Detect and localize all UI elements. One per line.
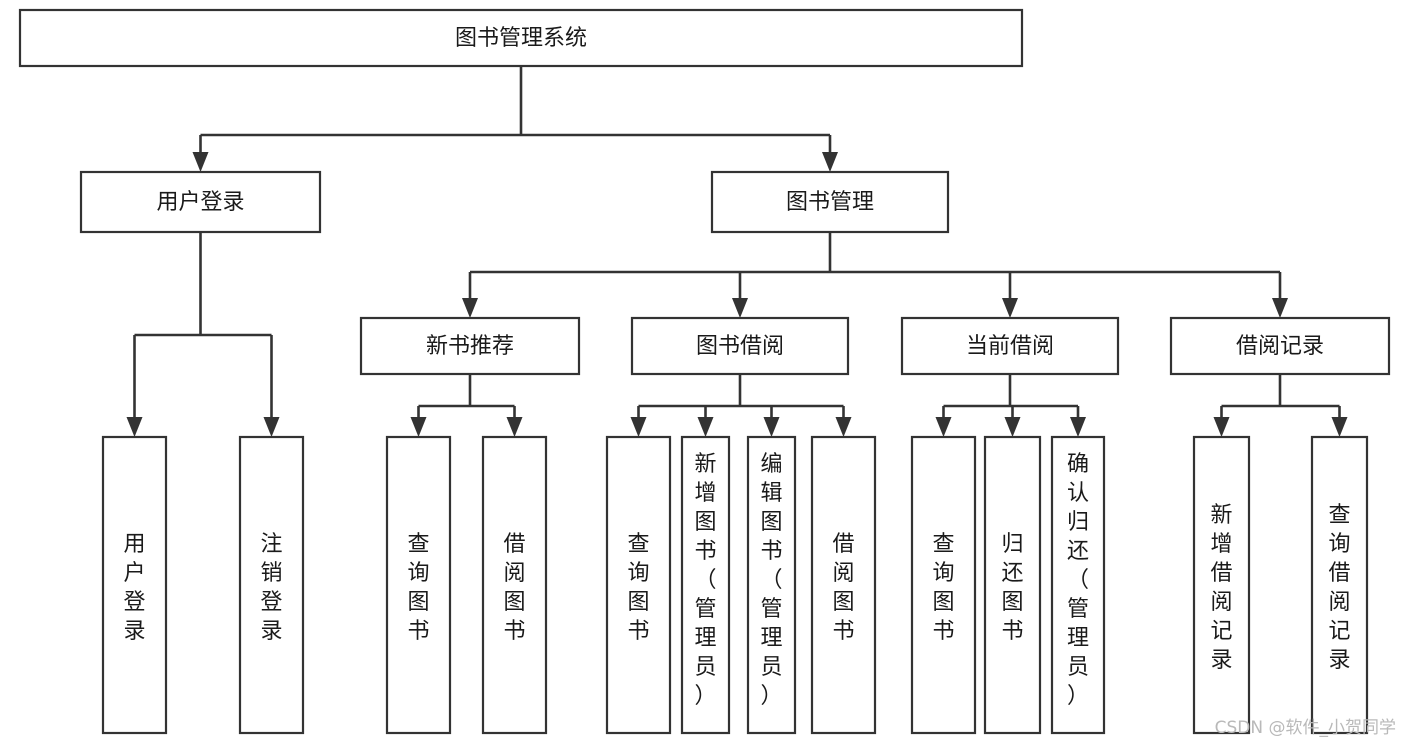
arrow-head-root-to-book-manage: [822, 152, 838, 172]
node-box-current-borrow: [900, 316, 1120, 376]
node-label-l-cb-query: 查询图书: [932, 532, 954, 644]
node-label-l-cb-confirm: 确认归还（管理员）: [1067, 452, 1089, 709]
node-box-leaf-user-login: [101, 435, 168, 735]
arrow-head-current-borrow-to-l-cb-return: [1004, 417, 1021, 437]
node-book-manage[interactable]: 图书管理: [710, 170, 950, 234]
node-label-l-br-query: 查询借阅记录: [1328, 503, 1350, 673]
arrow-head-book-manage-to-new-book-rec: [462, 298, 478, 318]
arrow-head-user-login-to-leaf-user-login: [126, 417, 143, 437]
node-l-cb-confirm[interactable]: 确认归还（管理员）: [1050, 435, 1106, 735]
node-label-l-bb-edit: 编辑图书（管理员）: [760, 452, 782, 709]
node-l-nbr-borrow[interactable]: 借阅图书: [481, 435, 548, 735]
node-label-leaf-user-logout: 注销登录: [260, 532, 282, 644]
node-label-l-bb-borrow: 借阅图书: [832, 532, 854, 644]
node-book-borrow[interactable]: 图书借阅: [630, 316, 850, 376]
node-label-l-nbr-borrow: 借阅图书: [503, 532, 525, 644]
node-label-book-manage: 图书管理: [786, 190, 874, 215]
arrow-head-borrow-record-to-l-br-query: [1331, 417, 1348, 437]
node-box-book-borrow: [630, 316, 850, 376]
node-new-book-rec[interactable]: 新书推荐: [359, 316, 581, 376]
node-l-nbr-query[interactable]: 查询图书: [385, 435, 452, 735]
node-box-l-nbr-borrow: [481, 435, 548, 735]
node-box-borrow-record: [1169, 316, 1391, 376]
arrow-head-new-book-rec-to-l-nbr-query: [410, 417, 427, 437]
node-root[interactable]: 图书管理系统: [18, 8, 1024, 68]
node-box-root: [18, 8, 1024, 68]
arrow-head-root-to-user-login: [192, 152, 209, 172]
arrow-head-book-borrow-to-l-bb-edit: [763, 417, 780, 437]
node-box-l-nbr-query: [385, 435, 452, 735]
arrow-head-current-borrow-to-l-cb-confirm: [1070, 417, 1086, 437]
node-leaf-user-login[interactable]: 用户登录: [101, 435, 168, 735]
node-box-l-cb-return: [983, 435, 1042, 735]
node-user-login[interactable]: 用户登录: [79, 170, 322, 234]
node-label-borrow-record: 借阅记录: [1236, 334, 1324, 359]
node-box-l-br-add: [1192, 435, 1251, 735]
node-l-cb-query[interactable]: 查询图书: [910, 435, 977, 735]
node-l-br-add[interactable]: 新增借阅记录: [1192, 435, 1251, 735]
node-layer: 图书管理系统用户登录图书管理新书推荐图书借阅当前借阅借阅记录用户登录注销登录查询…: [18, 8, 1391, 735]
node-l-br-query[interactable]: 查询借阅记录: [1310, 435, 1369, 735]
node-box-l-br-query: [1310, 435, 1369, 735]
arrow-head-book-borrow-to-l-bb-query: [630, 417, 647, 437]
node-label-book-borrow: 图书借阅: [696, 334, 784, 359]
arrow-head-new-book-rec-to-l-nbr-borrow: [506, 417, 523, 437]
node-box-leaf-user-logout: [238, 435, 305, 735]
node-box-new-book-rec: [359, 316, 581, 376]
arrow-head-current-borrow-to-l-cb-query: [935, 417, 952, 437]
node-l-bb-add[interactable]: 新增图书（管理员）: [680, 435, 731, 735]
node-label-new-book-rec: 新书推荐: [426, 334, 514, 359]
node-label-root: 图书管理系统: [455, 26, 587, 51]
node-box-l-bb-add: [680, 435, 731, 735]
node-borrow-record[interactable]: 借阅记录: [1169, 316, 1391, 376]
connector-layer: [126, 66, 1348, 437]
node-leaf-user-logout[interactable]: 注销登录: [238, 435, 305, 735]
node-box-l-bb-borrow: [810, 435, 877, 735]
csdn-watermark: CSDN @软件_小贺同学: [1215, 718, 1396, 738]
node-l-bb-query[interactable]: 查询图书: [605, 435, 672, 735]
node-label-current-borrow: 当前借阅: [966, 334, 1054, 359]
node-box-l-bb-query: [605, 435, 672, 735]
node-box-book-manage: [710, 170, 950, 234]
node-current-borrow[interactable]: 当前借阅: [900, 316, 1120, 376]
node-l-bb-borrow[interactable]: 借阅图书: [810, 435, 877, 735]
node-label-leaf-user-login: 用户登录: [123, 532, 145, 644]
arrow-head-book-borrow-to-l-bb-add: [697, 417, 714, 437]
node-l-cb-return[interactable]: 归还图书: [983, 435, 1042, 735]
node-label-l-bb-add: 新增图书（管理员）: [694, 452, 716, 709]
node-label-l-cb-return: 归还图书: [1001, 532, 1023, 644]
node-label-l-br-add: 新增借阅记录: [1210, 503, 1232, 673]
node-box-l-cb-confirm: [1050, 435, 1106, 735]
node-label-user-login: 用户登录: [156, 190, 244, 215]
node-box-user-login: [79, 170, 322, 234]
arrow-head-borrow-record-to-l-br-add: [1213, 417, 1230, 437]
arrow-head-book-manage-to-borrow-record: [1272, 298, 1288, 318]
node-box-l-cb-query: [910, 435, 977, 735]
node-label-l-bb-query: 查询图书: [627, 532, 649, 644]
arrow-head-book-manage-to-book-borrow: [732, 298, 748, 318]
node-l-bb-edit[interactable]: 编辑图书（管理员）: [746, 435, 797, 735]
arrow-head-book-manage-to-current-borrow: [1002, 298, 1018, 318]
arrow-head-user-login-to-leaf-user-logout: [263, 417, 280, 437]
node-box-l-bb-edit: [746, 435, 797, 735]
node-label-l-nbr-query: 查询图书: [407, 532, 429, 644]
arrow-head-book-borrow-to-l-bb-borrow: [835, 417, 852, 437]
